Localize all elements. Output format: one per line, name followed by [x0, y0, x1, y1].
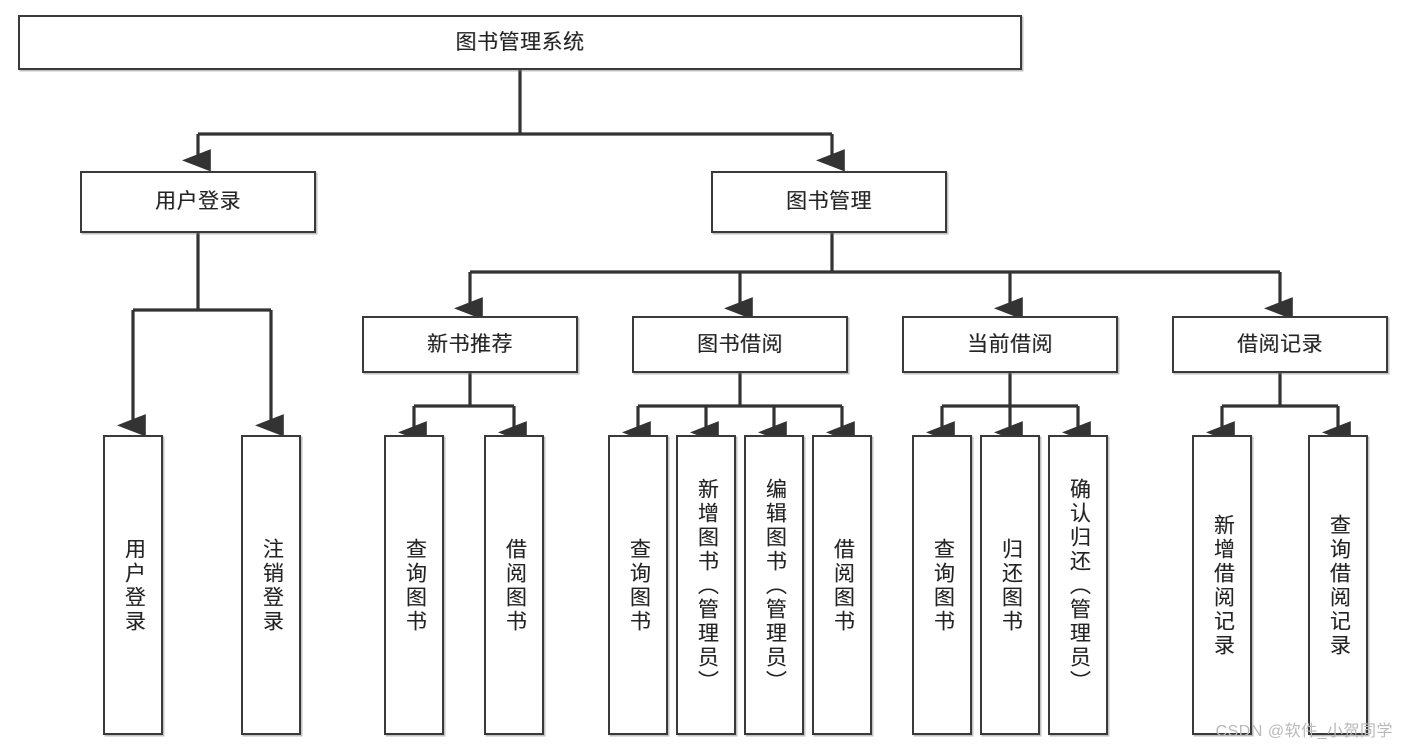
leaf-query-book-1[interactable]: 查询图书 [384, 435, 444, 735]
node-book-borrow[interactable]: 图书借阅 [632, 316, 848, 373]
watermark: CSDN @软件_小贺同学 [1215, 723, 1393, 740]
node-book-borrow-label: 图书借阅 [697, 332, 783, 356]
leaf-return-book[interactable]: 归还图书 [980, 435, 1040, 735]
leaf-borrow-book-2-label: 借阅图书 [831, 538, 855, 634]
node-user-login[interactable]: 用户登录 [80, 171, 316, 233]
node-root[interactable]: 图书管理系统 [18, 15, 1022, 70]
node-new-book-recommend-label: 新书推荐 [427, 332, 513, 356]
node-book-management-label: 图书管理 [786, 190, 872, 214]
leaf-add-record[interactable]: 新增借阅记录 [1192, 435, 1252, 735]
leaf-add-book-label: 新增图书（管理员） [695, 478, 719, 694]
node-user-login-label: 用户登录 [155, 190, 241, 214]
leaf-user-login-label: 用户登录 [122, 538, 146, 634]
node-new-book-recommend[interactable]: 新书推荐 [362, 316, 578, 373]
node-book-management[interactable]: 图书管理 [711, 171, 947, 233]
leaf-borrow-book-1-label: 借阅图书 [503, 538, 527, 634]
node-borrow-records-label: 借阅记录 [1237, 332, 1323, 356]
leaf-logout-label: 注销登录 [260, 538, 284, 634]
node-current-borrow-label: 当前借阅 [967, 332, 1053, 356]
leaf-add-book[interactable]: 新增图书（管理员） [676, 435, 736, 735]
node-root-label: 图书管理系统 [455, 30, 585, 54]
leaf-borrow-book-1[interactable]: 借阅图书 [484, 435, 544, 735]
node-borrow-records[interactable]: 借阅记录 [1172, 316, 1388, 373]
leaf-edit-book-label: 编辑图书（管理员） [763, 478, 787, 694]
leaf-query-book-2-label: 查询图书 [627, 538, 651, 634]
leaf-query-book-3[interactable]: 查询图书 [912, 435, 972, 735]
leaf-borrow-book-2[interactable]: 借阅图书 [812, 435, 872, 735]
leaf-query-record-label: 查询借阅记录 [1327, 514, 1351, 658]
leaf-query-book-2[interactable]: 查询图书 [608, 435, 668, 735]
leaf-user-login[interactable]: 用户登录 [103, 435, 163, 735]
leaf-confirm-return[interactable]: 确认归还（管理员） [1048, 435, 1108, 735]
node-current-borrow[interactable]: 当前借阅 [902, 316, 1118, 373]
leaf-query-book-3-label: 查询图书 [931, 538, 955, 634]
leaf-add-record-label: 新增借阅记录 [1211, 514, 1235, 658]
leaf-return-book-label: 归还图书 [999, 538, 1023, 634]
leaf-edit-book[interactable]: 编辑图书（管理员） [744, 435, 804, 735]
leaf-confirm-return-label: 确认归还（管理员） [1067, 478, 1091, 694]
leaf-query-book-1-label: 查询图书 [403, 538, 427, 634]
leaf-query-record[interactable]: 查询借阅记录 [1308, 435, 1368, 735]
leaf-logout[interactable]: 注销登录 [241, 435, 301, 735]
